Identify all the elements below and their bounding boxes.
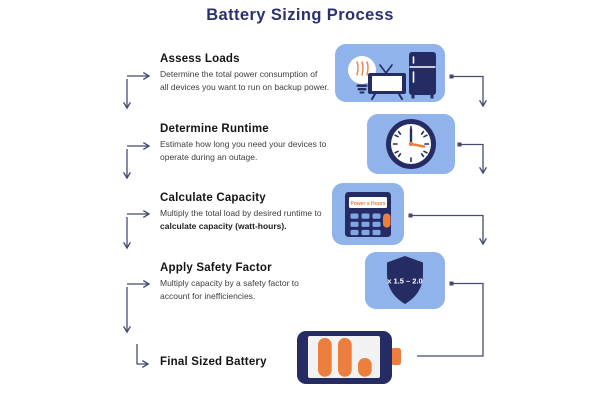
- step-description: Determine the total power consumption of…: [160, 69, 330, 92]
- shield-label: x 1.5 – 2.0: [387, 277, 422, 286]
- connector-icon2-down: [460, 143, 487, 175]
- step-title: Determine Runtime: [160, 123, 269, 135]
- calculator-icon: Power x Hours: [345, 192, 391, 237]
- connector-dot-1: [449, 74, 454, 79]
- step-determine-runtime: Determine Runtime Estimate how long you …: [160, 123, 385, 164]
- clock-icon: [386, 119, 436, 169]
- step-assess-loads: Assess Loads Determine the total power c…: [160, 53, 385, 94]
- appliances-card: [335, 44, 445, 102]
- calculator-display: Power x Hours: [350, 201, 385, 207]
- appliances-icon: [348, 52, 436, 100]
- step-apply-safety-factor: Apply Safety Factor Multiply capacity by…: [160, 262, 385, 303]
- battery-icon: [297, 331, 401, 384]
- page-title: Battery Sizing Process: [206, 6, 394, 24]
- step-description: Multiply the total load by desired runti…: [160, 208, 322, 231]
- battery-charge-bars: [318, 338, 372, 377]
- step-description: Estimate how long you need your devices …: [160, 139, 327, 162]
- step-title: Apply Safety Factor: [160, 262, 272, 274]
- connector-icon1-down: [452, 75, 487, 108]
- battery-terminal: [391, 348, 401, 365]
- calculator-card: Power x Hours: [332, 183, 404, 245]
- connector-dot-4: [449, 281, 454, 286]
- connector-dot-3: [408, 213, 413, 218]
- connector-final-elbow: [136, 344, 150, 368]
- connector-icon3-down: [411, 214, 487, 246]
- step-title: Assess Loads: [160, 53, 240, 65]
- connector-dot-2: [457, 142, 462, 147]
- step-title: Calculate Capacity: [160, 192, 266, 204]
- shield-icon: x 1.5 – 2.0: [387, 256, 423, 304]
- step-calculate-capacity: Calculate Capacity Multiply the total lo…: [160, 192, 385, 233]
- calculator-orange-key: [383, 213, 391, 228]
- step-title: Final Sized Battery: [160, 356, 267, 368]
- step-final-sized-battery: Final Sized Battery: [160, 356, 385, 368]
- clock-card: [367, 114, 455, 174]
- shield-card: x 1.5 – 2.0: [365, 252, 445, 309]
